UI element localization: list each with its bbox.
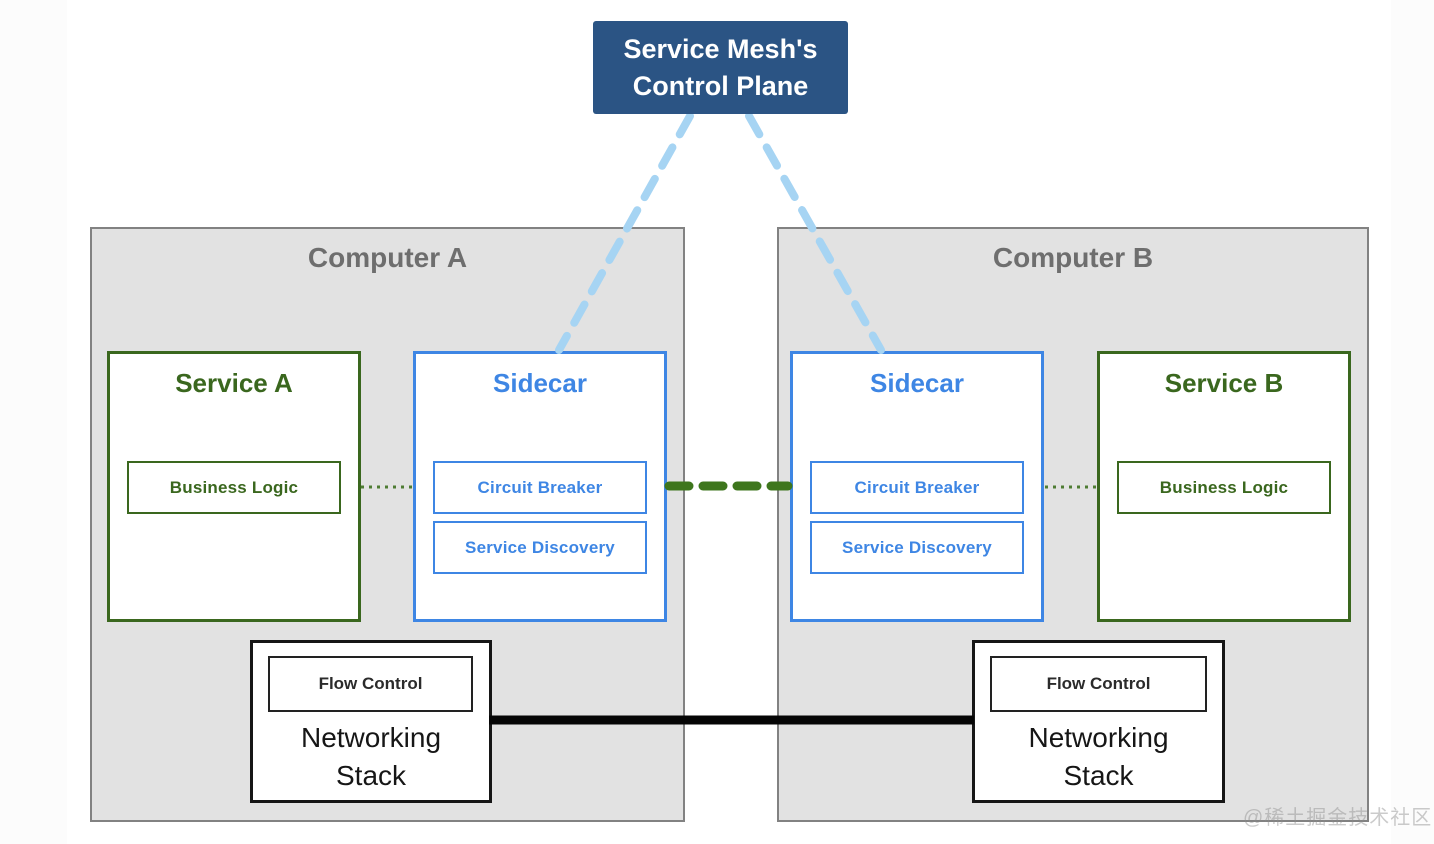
- sidecar-a-box: Sidecar Circuit Breaker Service Discover…: [413, 351, 667, 622]
- service-b-box: Service B Business Logic: [1097, 351, 1351, 622]
- right-letterbox-strip: [1391, 0, 1434, 844]
- service-b-title: Service B: [1164, 368, 1284, 398]
- sidecar-a-service-discovery-box: Service Discovery: [433, 521, 647, 574]
- networking-stack-b-box: Flow Control Networking Stack: [972, 640, 1225, 803]
- service-a-business-logic-box: Business Logic: [127, 461, 341, 514]
- service-a-title: Service A: [175, 368, 293, 398]
- left-letterbox-strip: [0, 0, 67, 844]
- networking-stack-a-box: Flow Control Networking Stack: [250, 640, 492, 803]
- flow-control-b-box: Flow Control: [990, 656, 1207, 712]
- service-b-business-logic-box: Business Logic: [1117, 461, 1331, 514]
- service-a-box: Service A Business Logic: [107, 351, 361, 622]
- control-plane-box: Service Mesh's Control Plane: [593, 21, 848, 114]
- networking-stack-b-line1: Networking: [1028, 722, 1169, 753]
- computer-a-label: Computer A: [307, 242, 468, 273]
- sidecar-a-circuit-breaker-box: Circuit Breaker: [433, 461, 647, 514]
- flow-control-a-box: Flow Control: [268, 656, 473, 712]
- sidecar-b-service-discovery-box: Service Discovery: [810, 521, 1024, 574]
- sidecar-b-box: Sidecar Circuit Breaker Service Discover…: [790, 351, 1044, 622]
- sidecar-b-circuit-breaker-box: Circuit Breaker: [810, 461, 1024, 514]
- watermark-text: @稀土掘金技术社区: [1243, 807, 1433, 829]
- networking-stack-a-line1: Networking: [300, 722, 442, 753]
- computer-b-label: Computer B: [992, 242, 1154, 273]
- control-plane-line2: Control Plane: [632, 70, 809, 101]
- sidecar-a-title: Sidecar: [493, 368, 587, 398]
- networking-stack-b-line2: Stack: [1063, 760, 1134, 791]
- networking-stack-b-label: Networking Stack: [975, 719, 1222, 795]
- control-plane-line1: Service Mesh's: [623, 33, 818, 64]
- sidecar-b-title: Sidecar: [870, 368, 964, 398]
- networking-stack-a-line2: Stack: [335, 760, 407, 791]
- networking-stack-a-label: Networking Stack: [253, 719, 489, 795]
